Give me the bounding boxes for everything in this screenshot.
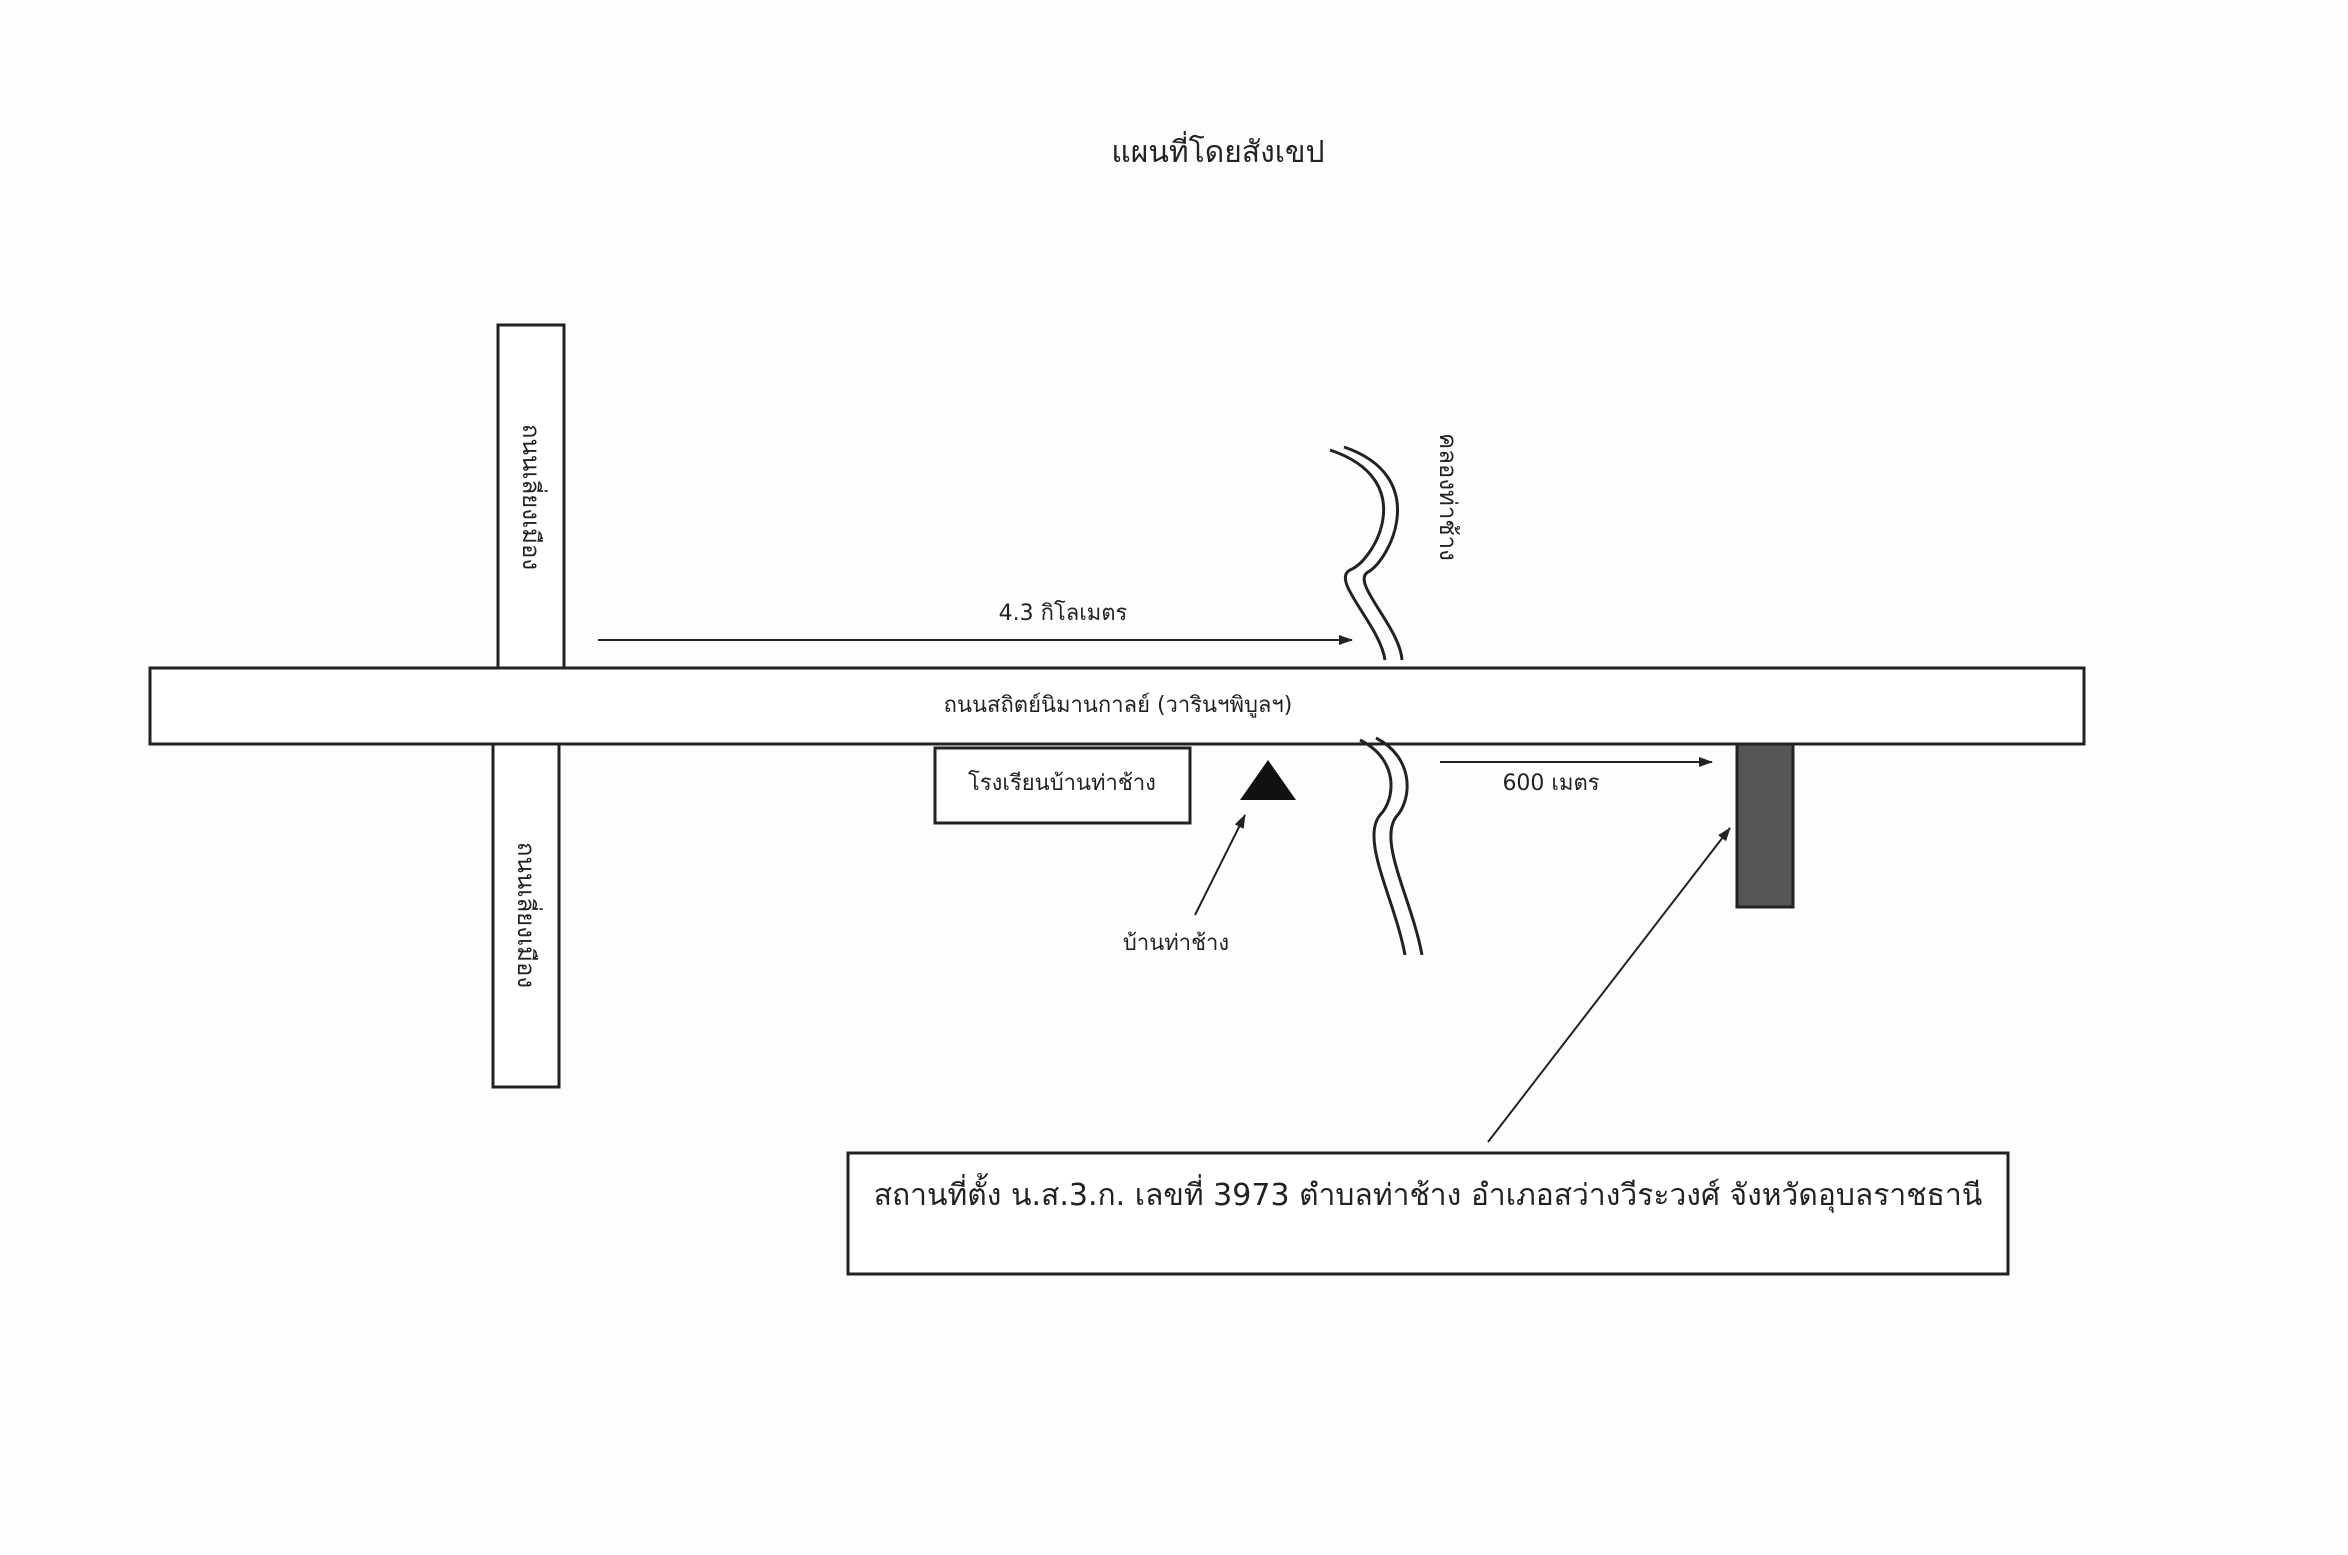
site-marker	[1735, 742, 1795, 909]
main-road-label: ถนนสถิตย์นิมานกาลย์ (วารินฯพิบูลฯ)	[944, 693, 1293, 718]
canal-label: คลองท่าช้าง	[1434, 433, 1462, 561]
village-marker	[1240, 760, 1296, 800]
location-box	[846, 1151, 2010, 1276]
location-arrow	[1487, 827, 1731, 1143]
map-title: แผนที่โดยสังเขป	[1111, 131, 1324, 170]
cross-road-south-label: ถนนเลี่ยงเมือง	[512, 842, 543, 988]
cross-road-north	[496, 323, 566, 670]
location-text: สถานที่ตั้ง น.ส.3.ก. เลขที่ 3973 ตำบลท่า…	[874, 1173, 1983, 1214]
village-label: บ้านท่าช้าง	[1123, 931, 1229, 956]
canal-north	[1329, 445, 1404, 661]
main-road	[148, 666, 2086, 746]
canal-south	[1359, 736, 1424, 956]
school-box	[933, 746, 1192, 825]
cross-road-south	[491, 742, 561, 1089]
cross-road-north-label: ถนนเลี่ยงเมือง	[517, 424, 548, 570]
school-label: โรงเรียนบ้านท่าช้าง	[968, 770, 1156, 796]
distance-label-site: 600 เมตร	[1502, 771, 1599, 796]
village-arrow	[1194, 814, 1246, 916]
distance-label-canal: 4.3 กิโลเมตร	[999, 600, 1128, 626]
